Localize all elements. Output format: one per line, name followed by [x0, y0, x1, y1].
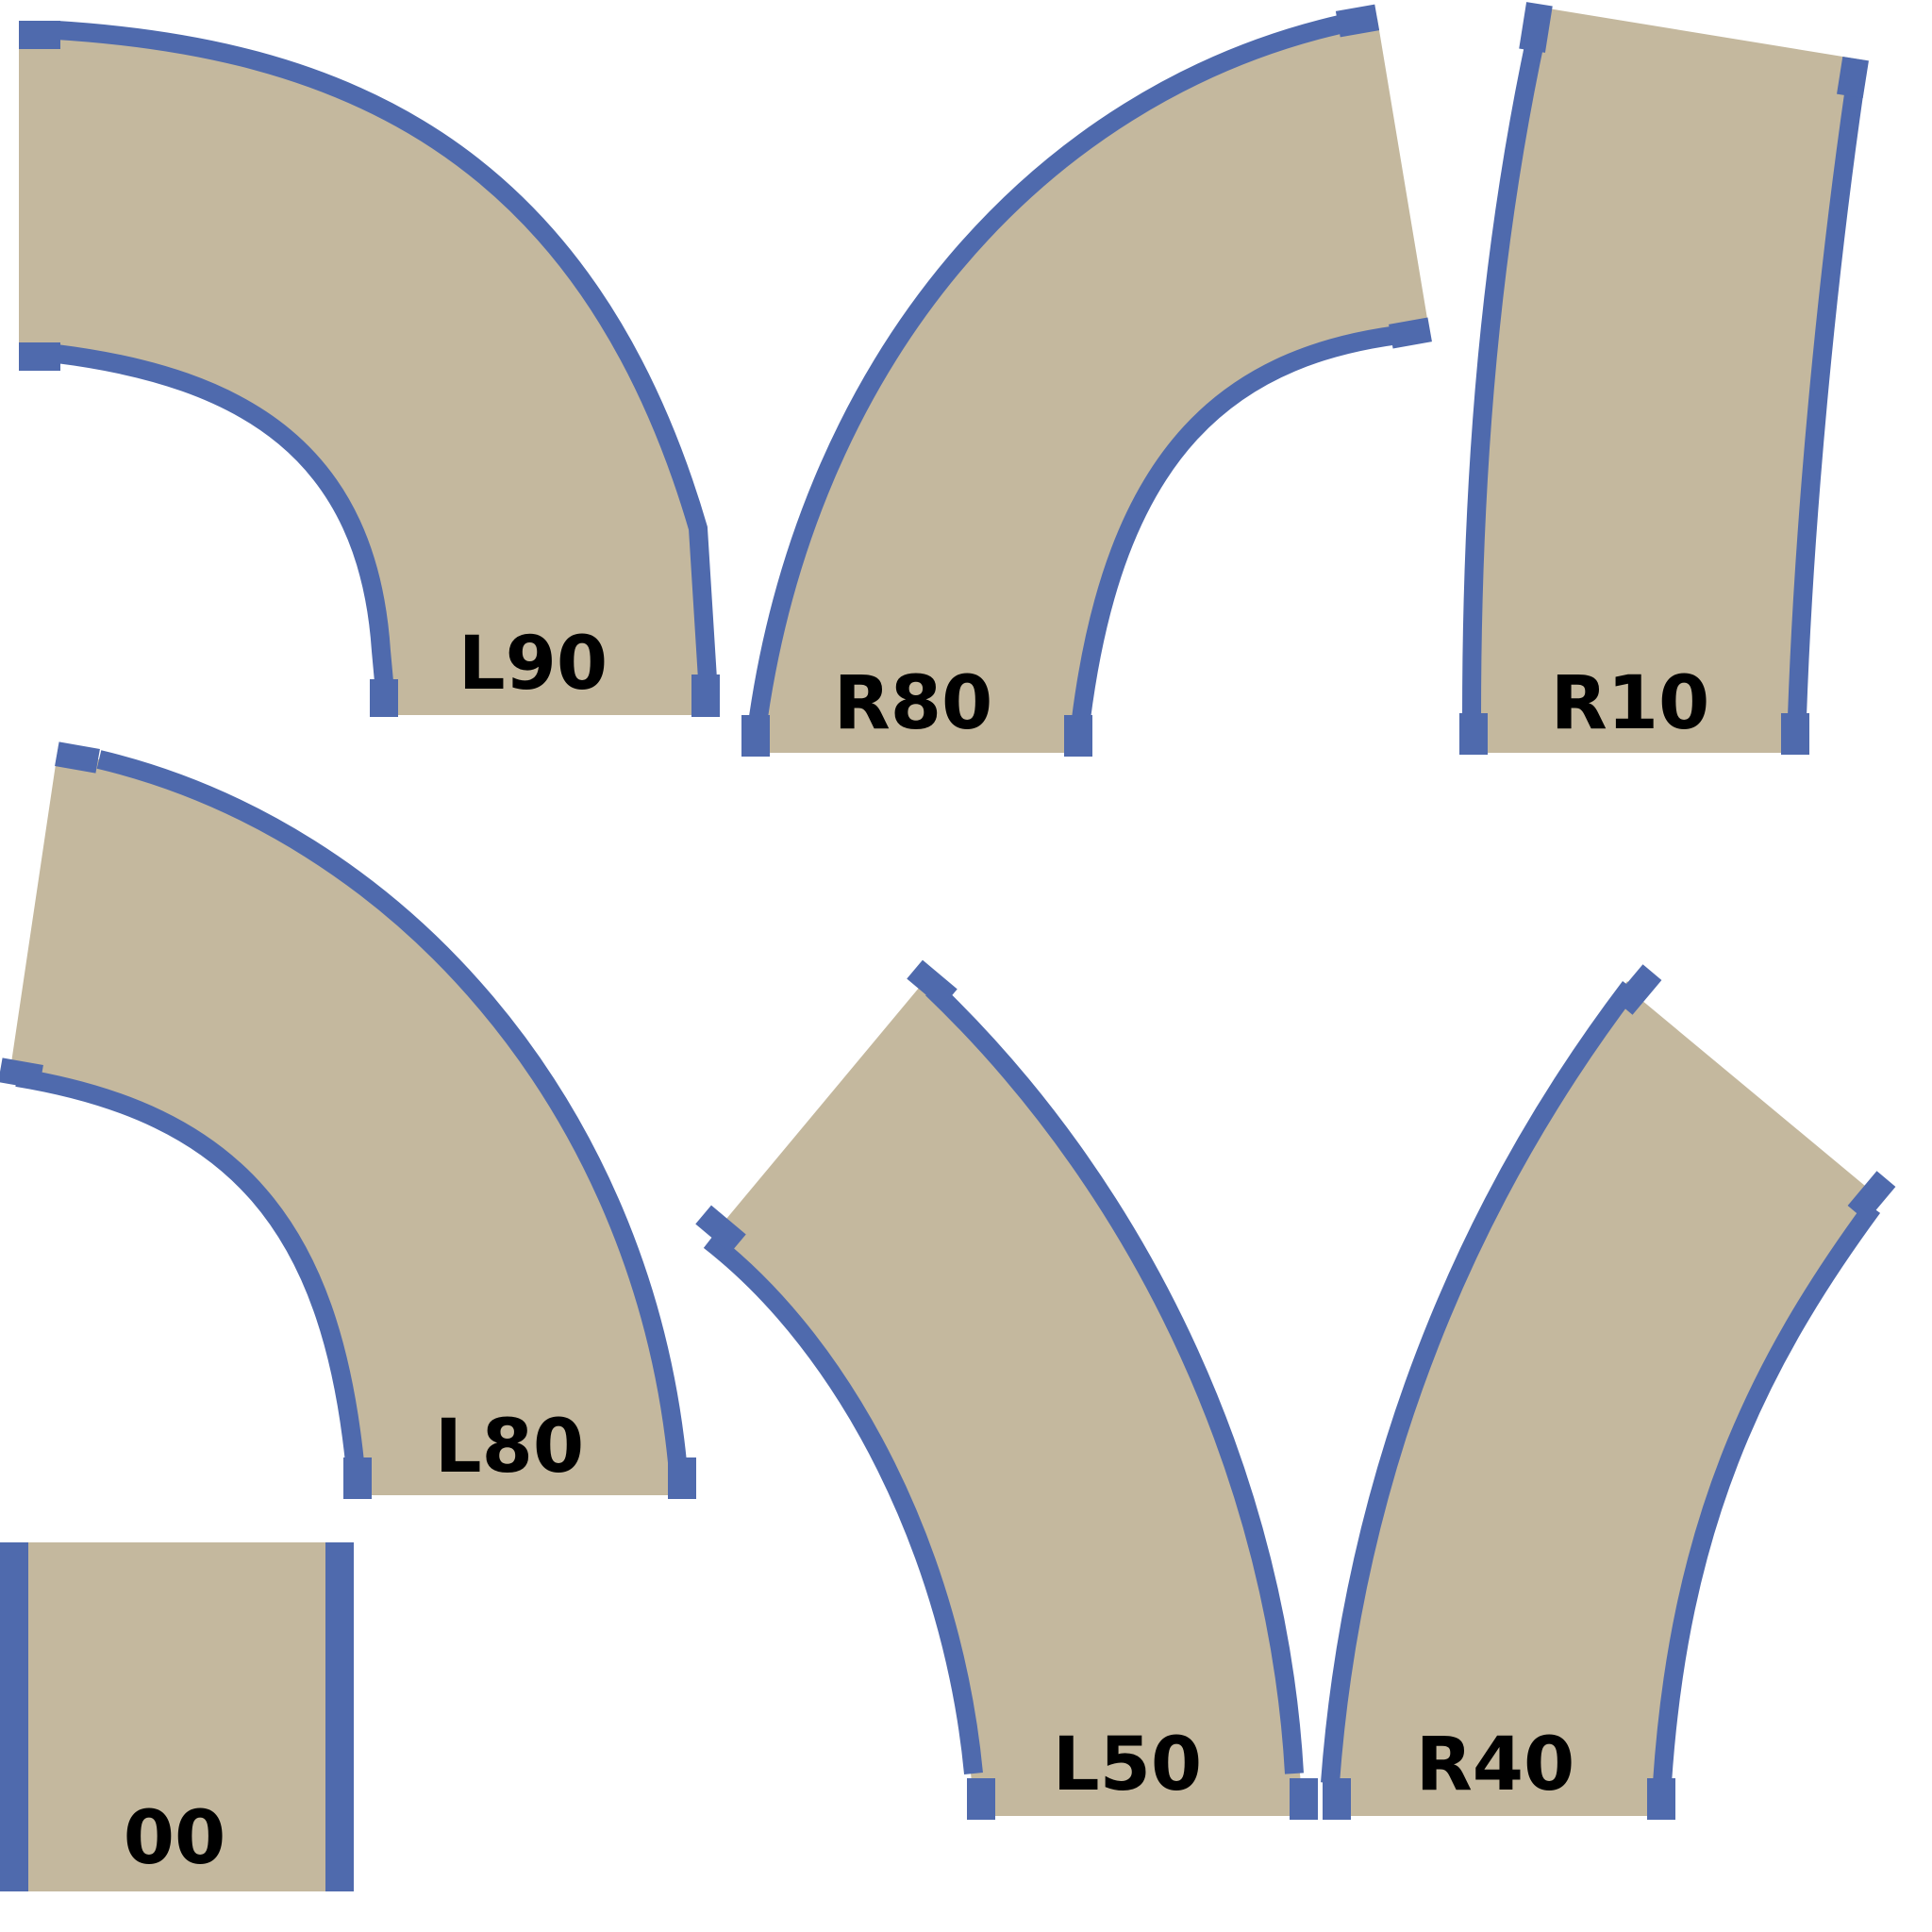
edge-cap: [0, 1058, 43, 1090]
edge-cap: [695, 1205, 746, 1254]
tile-label: L50: [1053, 1723, 1202, 1807]
track-piece-l50: L50: [695, 959, 1318, 1820]
edge-cap: [1323, 1778, 1351, 1820]
road-surface: [1467, 6, 1866, 753]
road-surface: [1325, 981, 1882, 1816]
edge-cap: [1847, 1171, 1896, 1222]
road-surface: [712, 981, 1304, 1816]
outer-edge: [749, 15, 1342, 719]
inner-edge: [325, 1542, 354, 1891]
outer-edge: [1462, 5, 1552, 718]
edge-cap: [370, 679, 398, 717]
inner-edge: [15, 1068, 364, 1464]
inner-edge: [1788, 60, 1868, 718]
inner-edge: [703, 1233, 983, 1774]
edge-cap: [691, 675, 720, 717]
edge-cap: [1389, 317, 1432, 349]
road-surface: [19, 30, 714, 715]
outer-edge: [1321, 980, 1638, 1784]
tile-label: 00: [124, 1796, 226, 1881]
tile-label: R10: [1551, 661, 1710, 746]
edge-cap: [1647, 1778, 1675, 1820]
tile-label: L90: [458, 622, 608, 707]
track-piece-r40: R40: [1321, 964, 1896, 1820]
edge-cap: [1613, 964, 1662, 1015]
edge-cap: [19, 342, 60, 371]
outer-edge: [925, 981, 1304, 1774]
edge-cap: [668, 1457, 696, 1499]
tile-label: R80: [834, 661, 993, 746]
edge-cap: [1290, 1778, 1318, 1820]
track-piece-r80: R80: [741, 4, 1432, 757]
edge-cap: [1459, 713, 1488, 755]
road-surface: [745, 19, 1429, 753]
inner-edge: [55, 344, 396, 713]
edge-cap: [19, 21, 60, 49]
track-piece-00: 00: [0, 1542, 354, 1891]
edge-cap: [1064, 715, 1092, 757]
inner-edge: [1071, 323, 1425, 728]
edge-cap: [1519, 2, 1553, 53]
road-surface: [9, 745, 684, 1495]
edge-cap: [1335, 4, 1380, 38]
edge-cap: [1837, 57, 1869, 98]
edge-cap: [343, 1457, 372, 1499]
edge-cap: [907, 959, 958, 1008]
edge-cap: [1781, 713, 1809, 755]
inner-edge: [1653, 1202, 1881, 1784]
outer-edge: [56, 21, 717, 680]
track-piece-l90: L90: [19, 21, 720, 717]
road-surface: [0, 1542, 354, 1891]
edge-cap: [967, 1778, 995, 1820]
edge-cap: [741, 715, 770, 757]
edge-cap: [55, 741, 100, 774]
track-piece-l80: L80: [0, 741, 696, 1499]
track-piece-r10: R10: [1459, 2, 1869, 755]
tile-label: R40: [1416, 1723, 1575, 1807]
outer-edge: [96, 750, 687, 1464]
outer-edge: [0, 1542, 28, 1891]
tile-label: L80: [435, 1405, 584, 1490]
